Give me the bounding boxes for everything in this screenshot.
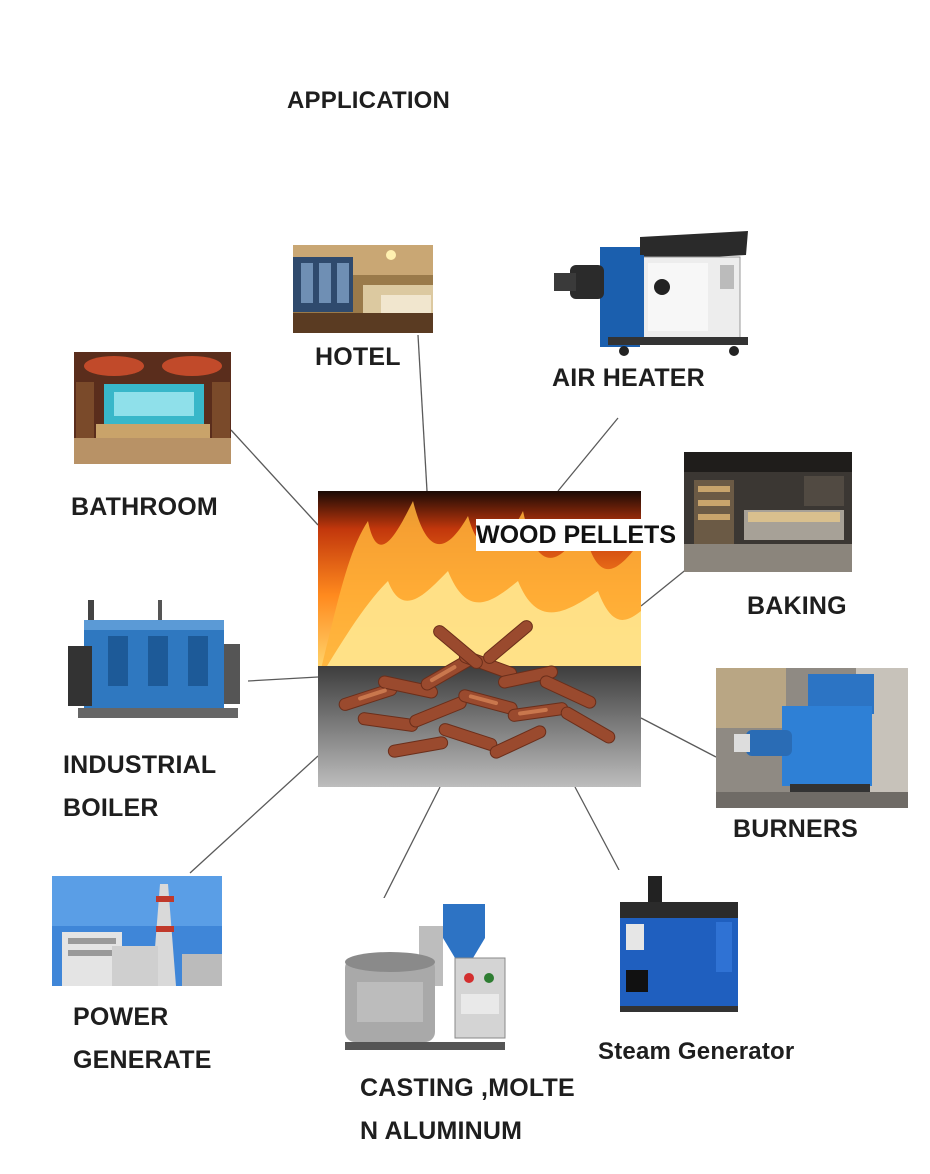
bathroom-image [74,352,231,464]
steam-generator-image [596,870,768,1020]
label-industrial-boiler: INDUSTRIAL BOILER [63,751,217,822]
label-bathroom: BATHROOM [71,493,218,521]
connector-burners [640,717,717,758]
connector-power [189,755,319,874]
air-heater-image [548,225,754,360]
casting-image [335,898,510,1056]
label-air-heater: AIR HEATER [552,364,705,392]
label-baking: BAKING [747,592,847,620]
label-steam-generator: Steam Generator [598,1038,795,1065]
page-title: APPLICATION [287,87,451,114]
industrial-boiler-image [48,596,248,731]
hotel-image [293,245,433,333]
center-label: WOOD PELLETS [476,519,682,551]
power-generate-image [52,876,222,986]
label-hotel: HOTEL [315,343,401,371]
baking-image [684,452,852,572]
connector-industrial-boiler [247,676,319,682]
burners-image [716,668,908,808]
connector-baking [640,567,689,607]
connector-steam [574,786,620,871]
label-power-generate: POWER GENERATE [73,1003,212,1074]
connector-air-heater [557,417,619,492]
connector-hotel [417,334,428,492]
connector-bathroom [230,429,319,526]
label-casting: CASTING ,MOLTE N ALUMINUM [360,1074,575,1145]
label-burners: BURNERS [733,815,859,843]
connector-casting [382,786,441,901]
